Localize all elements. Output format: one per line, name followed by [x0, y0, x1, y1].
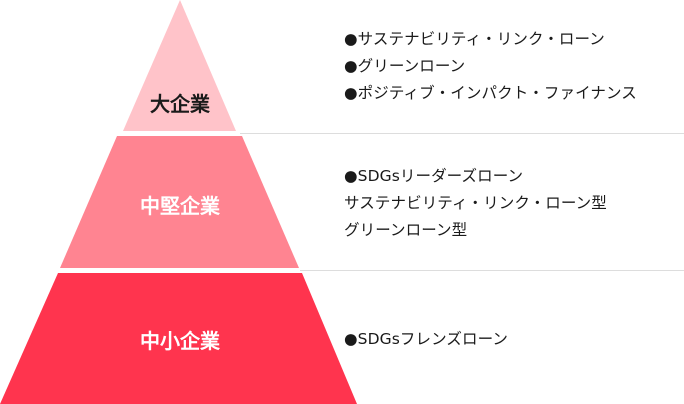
tier-small-descriptions: ●SDGsフレンズローン	[344, 326, 508, 353]
tier-small-shape	[0, 273, 357, 404]
tier-large-item: ●グリーンローン	[344, 57, 466, 75]
tier-large-label: 大企業	[150, 92, 211, 116]
tier-mid-label: 中堅企業	[140, 194, 221, 218]
tier-mid-shape	[60, 136, 299, 268]
tier-large-item: ●サステナビリティ・リンク・ローン	[344, 30, 605, 48]
tier-mid-item: グリーンローン型	[344, 221, 468, 239]
tier-mid-item: ●SDGsリーダーズローン	[344, 167, 524, 185]
tier-large-shape	[123, 0, 236, 131]
tier-large-item: ●ポジティブ・インパクト・ファイナンス	[344, 84, 637, 102]
tier-mid-descriptions: ●SDGsリーダーズローン サステナビリティ・リンク・ローン型 グリーンローン型	[344, 163, 607, 244]
tier-large-descriptions: ●サステナビリティ・リンク・ローン ●グリーンローン ●ポジティブ・インパクト・…	[344, 26, 637, 107]
tier-mid-item: サステナビリティ・リンク・ローン型	[344, 194, 607, 212]
tier-small-label: 中小企業	[140, 329, 221, 353]
tier-small-item: ●SDGsフレンズローン	[344, 330, 509, 348]
